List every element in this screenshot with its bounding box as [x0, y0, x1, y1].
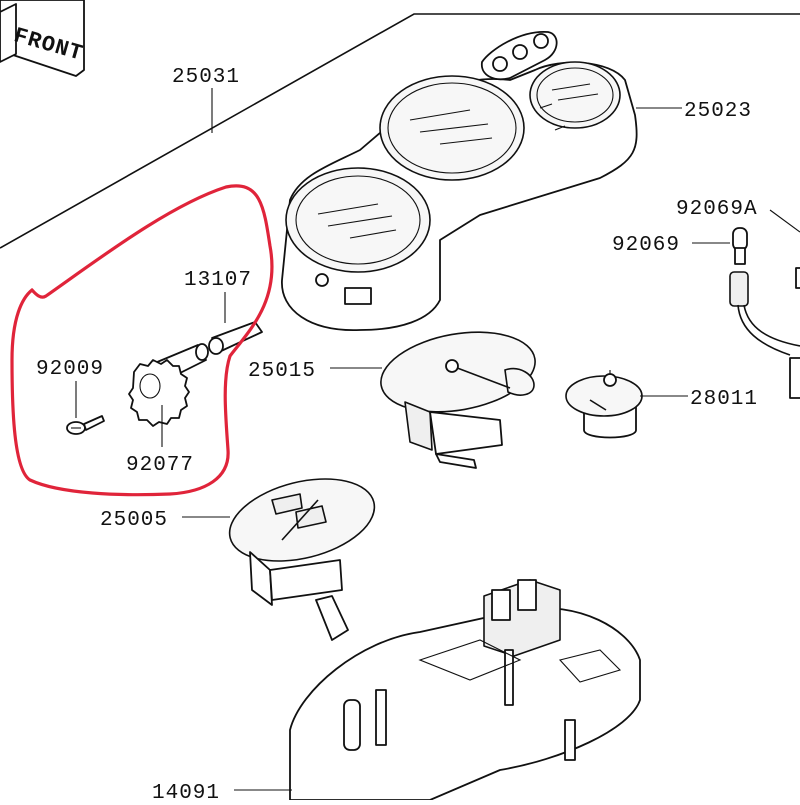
leader-25015: 25015 [248, 360, 382, 383]
label-25031: 25031 [172, 66, 240, 89]
leader-14091: 14091 [152, 782, 292, 805]
label-25015: 25015 [248, 360, 316, 383]
lower-case-14091 [289, 579, 641, 801]
assembly-frame [0, 13, 800, 249]
leader-13107: 13107 [184, 269, 263, 355]
front-indicator: FRONT [0, 0, 86, 77]
label-13107: 13107 [184, 269, 252, 292]
label-14091: 14091 [152, 782, 220, 800]
leader-92009: 92009 [36, 358, 105, 435]
leader-28011: 28011 [640, 388, 758, 411]
meter-housing [281, 31, 638, 331]
label-28011: 28011 [690, 388, 758, 411]
leader-92077: 92077 [126, 405, 194, 477]
leader-92069A: 92069A [676, 198, 800, 233]
socket-wire [729, 267, 800, 399]
leader-25005: 25005 [100, 509, 230, 532]
leader-92069: 92069 [612, 227, 748, 265]
dial-25015 [380, 331, 536, 469]
highlight-loop [10, 184, 274, 497]
label-92069: 92069 [612, 234, 680, 257]
label-25005: 25005 [100, 509, 168, 532]
dial-25005 [228, 478, 376, 641]
gear-shaft [128, 343, 209, 427]
label-92009: 92009 [36, 358, 104, 381]
label-25023: 25023 [684, 100, 752, 123]
label-92077: 92077 [126, 454, 194, 477]
knob-28011 [565, 370, 643, 439]
label-92069A: 92069A [676, 198, 758, 221]
leader-25023: 25023 [636, 100, 752, 123]
leader-25031: 25031 [172, 66, 240, 133]
